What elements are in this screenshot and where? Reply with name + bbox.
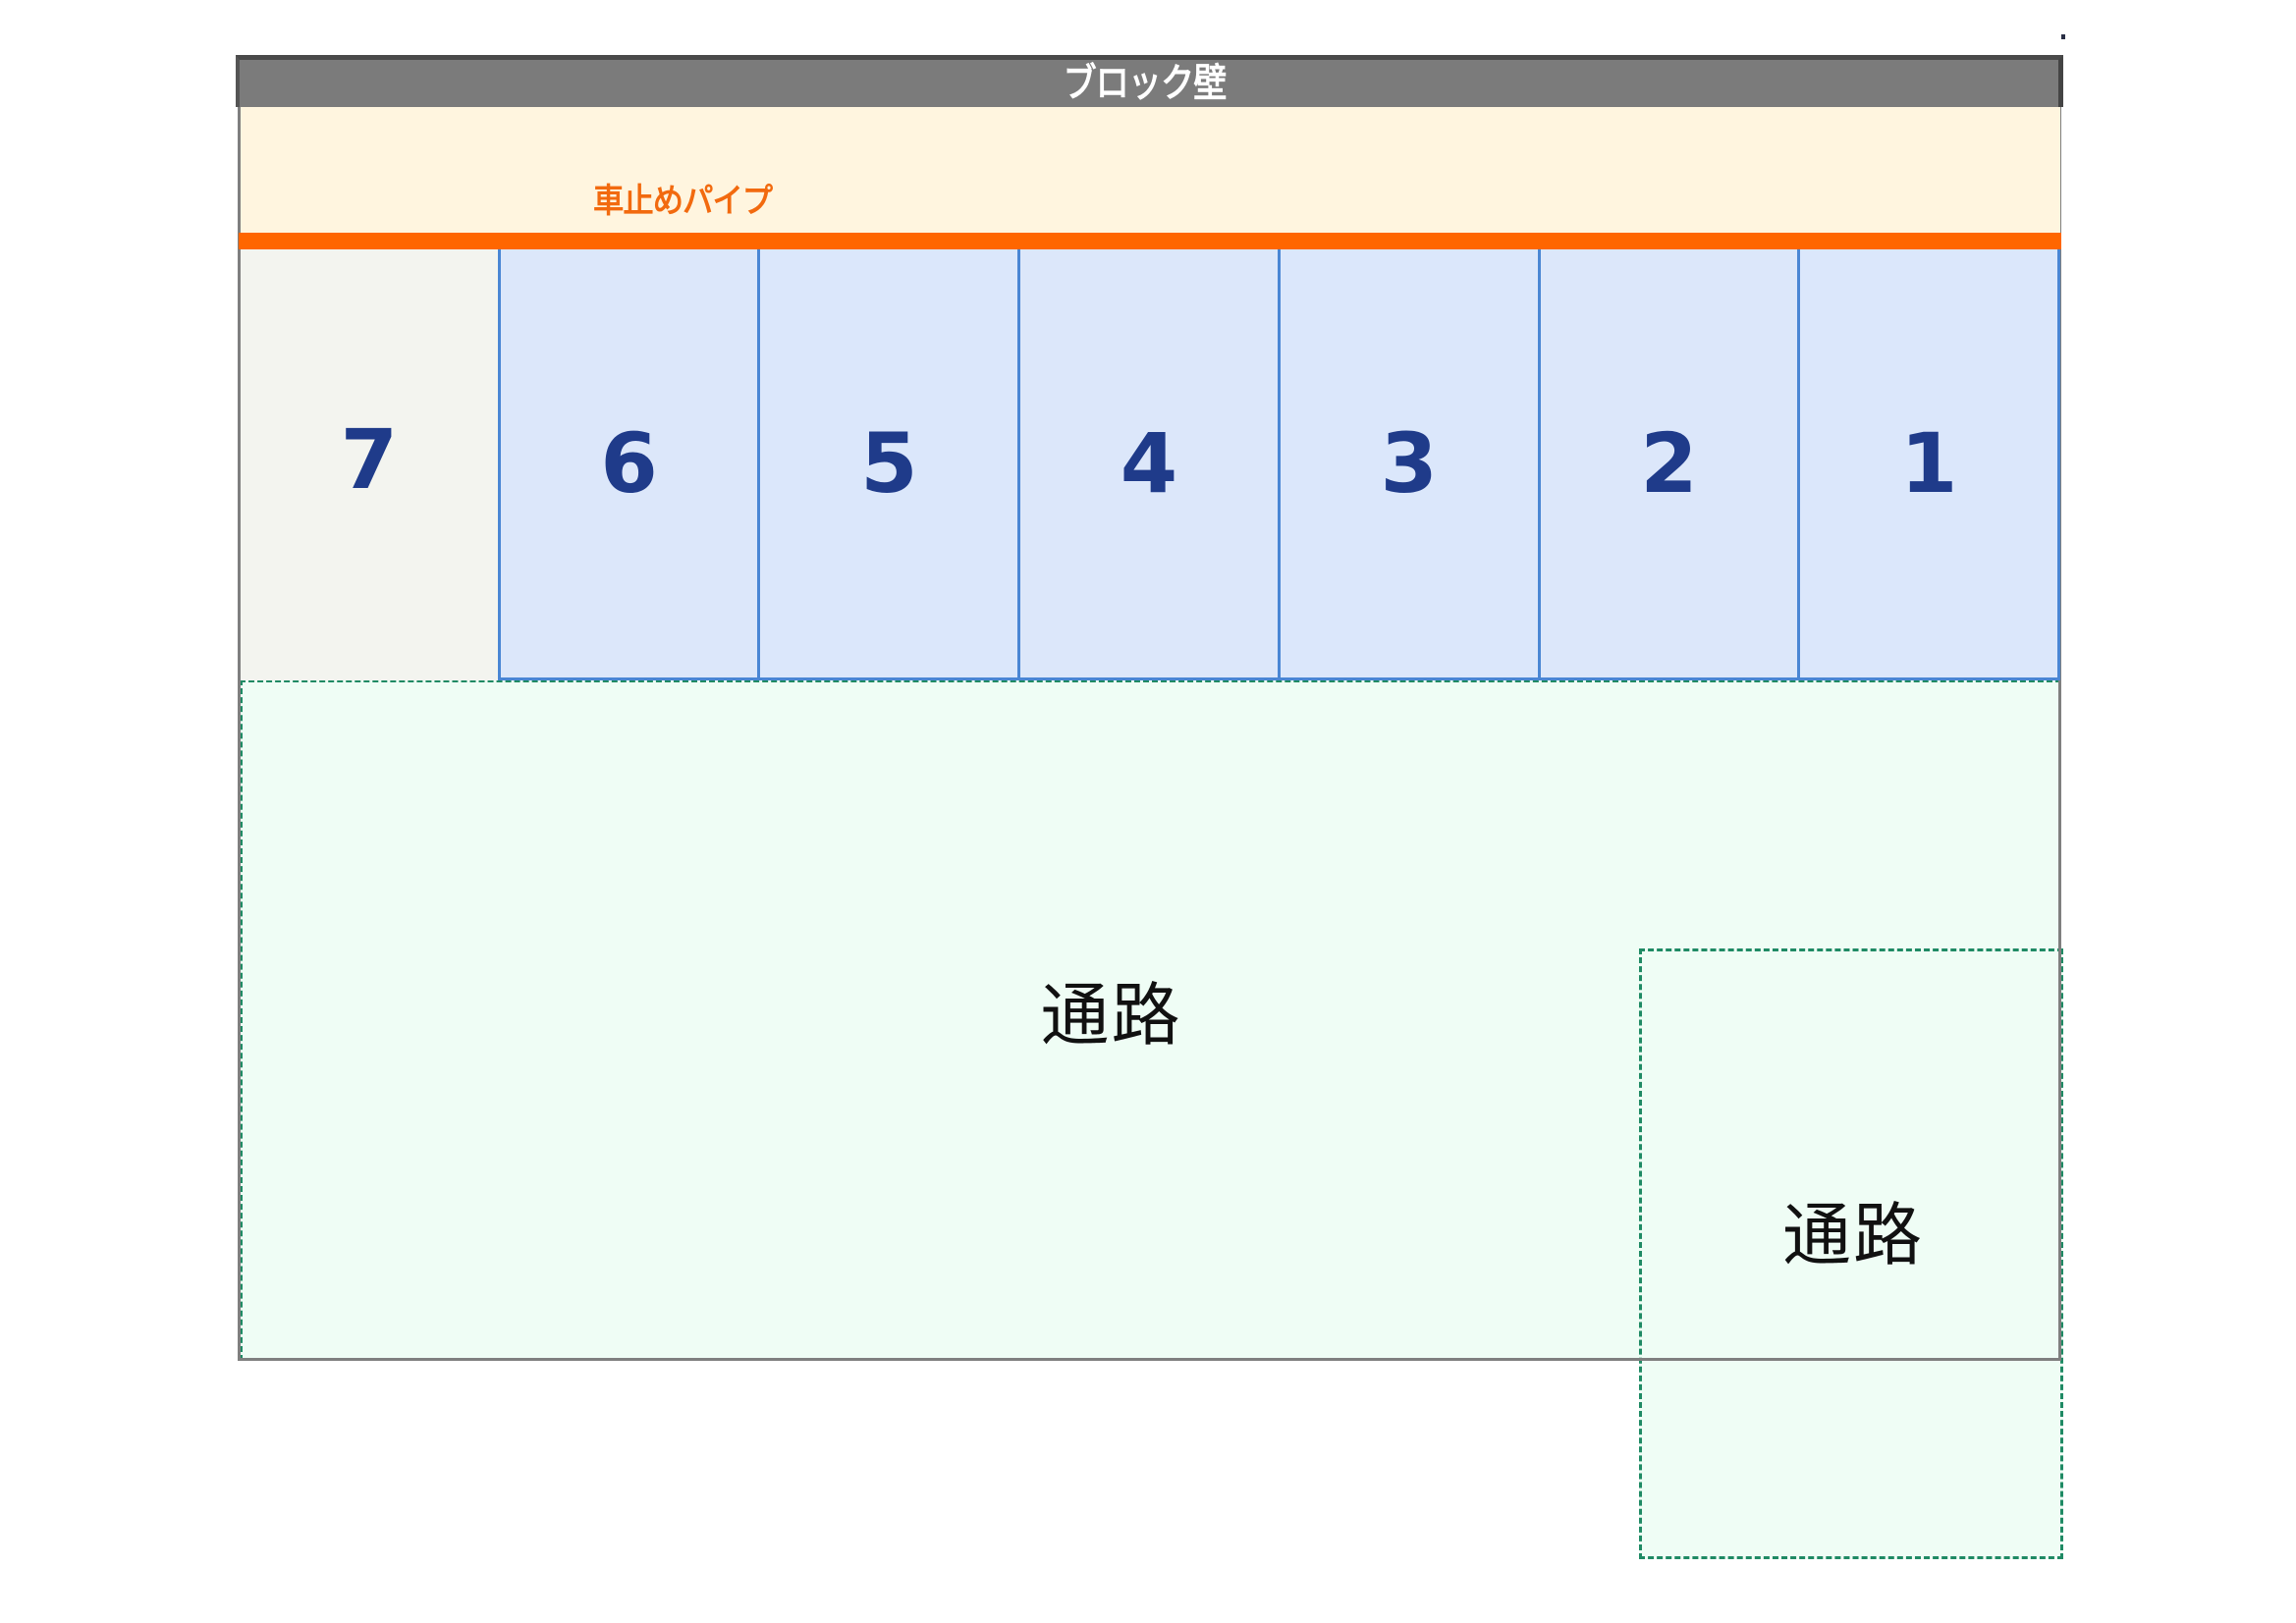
lot-outline — [238, 56, 2061, 1361]
space-number: 5 — [860, 415, 918, 512]
parking-space-6[interactable]: 6 — [497, 249, 758, 680]
walkway-corner-label: 通路 — [1782, 1195, 1924, 1275]
space-number: 1 — [1899, 415, 1958, 512]
parking-spaces-row: 7 6 5 4 3 2 1 — [241, 249, 2061, 680]
space-number: 4 — [1120, 415, 1178, 512]
car-stop-pipe-label: 車止めパイプ — [593, 182, 773, 221]
parking-space-1[interactable]: 1 — [1797, 249, 2061, 680]
parking-space-5[interactable]: 5 — [757, 249, 1018, 680]
parking-space-7[interactable]: 7 — [241, 249, 498, 680]
space-number: 2 — [1640, 415, 1698, 512]
parking-space-2[interactable]: 2 — [1537, 249, 1798, 680]
space-number: 6 — [600, 415, 658, 512]
space-number: 3 — [1380, 415, 1438, 512]
car-stop-pipe — [239, 233, 2061, 249]
walkway-corner: 通路 — [1639, 948, 2063, 1559]
buffer-strip — [241, 107, 2060, 233]
block-wall-label: ブロック壁 — [1063, 61, 1227, 106]
parking-space-4[interactable]: 4 — [1017, 249, 1278, 680]
space-number: 7 — [340, 410, 399, 508]
block-wall: ブロック壁 — [236, 55, 2063, 107]
corner-dot-mark — [2061, 34, 2065, 39]
walkway-main-label: 通路 — [1040, 975, 1182, 1055]
parking-space-3[interactable]: 3 — [1277, 249, 1538, 680]
